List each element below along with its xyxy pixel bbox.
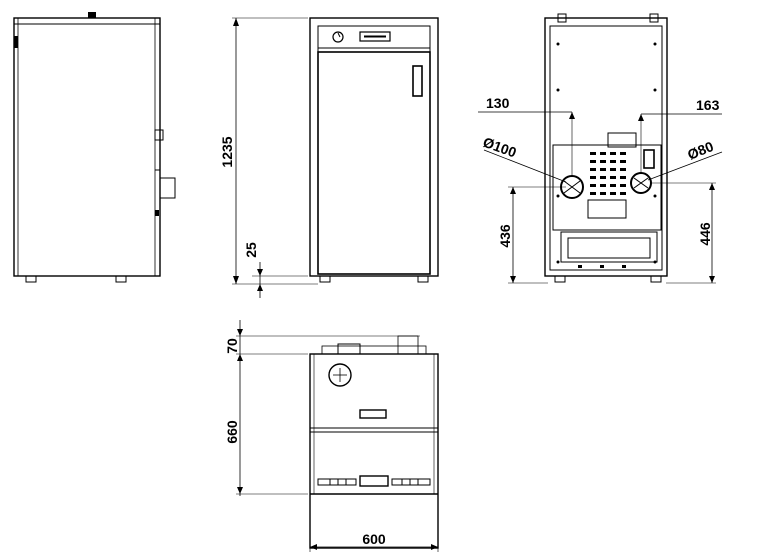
dimension-446: 446 (697, 222, 713, 246)
side-view (13, 12, 176, 283)
top-view: 70 660 600 (224, 320, 439, 552)
dimension-foot-25: 25 (243, 242, 259, 258)
front-view: 1235 25 (219, 17, 439, 298)
door-handle (412, 65, 423, 97)
dimension-600: 600 (362, 531, 386, 547)
control-knob (332, 31, 344, 43)
dimension-70: 70 (224, 338, 240, 354)
dimension-130: 130 (486, 95, 510, 111)
dimension-436: 436 (497, 224, 513, 248)
dimension-diameter-80: Ø80 (685, 138, 716, 163)
dimension-height-1235: 1235 (219, 136, 235, 167)
dimension-660: 660 (224, 420, 240, 444)
top-flue-outlet (328, 363, 352, 387)
display-panel (359, 31, 391, 42)
dimension-163: 163 (696, 97, 720, 113)
rear-view: 130 163 Ø100 Ø80 436 446 (478, 13, 723, 284)
